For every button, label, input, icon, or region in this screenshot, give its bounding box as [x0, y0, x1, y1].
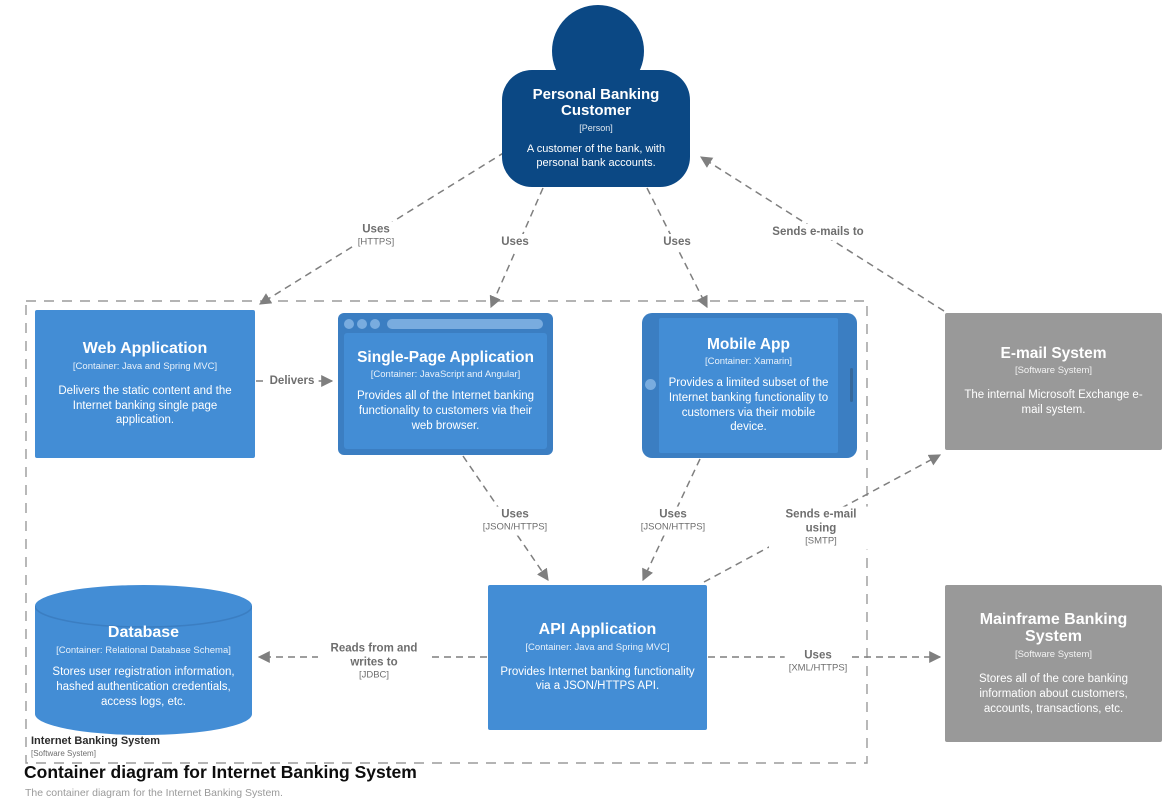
web-application-meta: [Container: Java and Spring MVC]: [72, 360, 218, 372]
edge-label-api-email: Sends e-mail using [SMTP]: [769, 506, 873, 550]
spa-meta: [Container: JavaScript and Angular]: [370, 369, 521, 381]
database-meta: [Container: Relational Database Schema]: [56, 645, 231, 657]
mobile-app-name: Mobile App: [707, 335, 790, 353]
api-application-meta: [Container: Java and Spring MVC]: [525, 641, 670, 653]
database-name: Database: [107, 624, 180, 642]
edge-label-webapp-spa: Delivers: [265, 372, 319, 390]
edge-label-customer-mobile: Uses: [659, 233, 695, 251]
node-email-system[interactable]: E-mail System [Software System] The inte…: [945, 313, 1162, 450]
mobile-panel: Mobile App [Container: Xamarin] Provides…: [659, 318, 838, 453]
mainframe-description: Stores all of the core banking informati…: [979, 673, 1128, 715]
mainframe-meta: [Software System]: [1014, 649, 1093, 661]
api-application-description: Provides Internet banking functionality …: [500, 665, 695, 693]
spa-name: Single-Page Application: [357, 348, 534, 366]
node-database[interactable]: Database [Container: Relational Database…: [35, 585, 252, 735]
email-system-meta: [Software System]: [1014, 365, 1093, 377]
page-subtitle: The container diagram for the Internet B…: [25, 787, 283, 799]
api-application-name: API Application: [538, 620, 657, 638]
mobile-home-button-icon: [645, 379, 656, 390]
node-api-application[interactable]: API Application [Container: Java and Spr…: [488, 585, 707, 730]
mobile-app-meta: [Container: Xamarin]: [704, 356, 793, 368]
person-meta: [Person]: [579, 123, 613, 134]
spa-panel: Single-Page Application [Container: Java…: [344, 333, 547, 449]
edge-label-customer-webapp: Uses [HTTPS]: [353, 221, 399, 251]
boundary-label: Internet Banking System: [31, 735, 160, 747]
edge-label-customer-spa: Uses: [497, 233, 533, 251]
browser-dot-icon: [357, 319, 367, 329]
browser-dot-icon: [344, 319, 354, 329]
email-system-name: E-mail System: [1000, 345, 1107, 363]
email-system-description: The internal Microsoft Exchange e-mail s…: [964, 389, 1143, 417]
person-description: A customer of the bank, with personal ba…: [526, 143, 666, 170]
node-mainframe-banking-system[interactable]: Mainframe Banking System [Software Syste…: [945, 585, 1162, 742]
person-name: Personal Banking Customer: [532, 85, 660, 120]
edge-label-api-mainframe: Uses [XML/HTTPS]: [784, 647, 852, 677]
web-application-description: Delivers the static content and the Inte…: [58, 384, 232, 427]
mobile-speaker-icon: [850, 368, 853, 402]
node-personal-banking-customer[interactable]: Personal Banking Customer [Person] A cus…: [502, 70, 690, 187]
edge-label-email-customer: Sends e-mails to: [768, 223, 868, 241]
edge-label-api-database: Reads from and writes to [JDBC]: [318, 640, 430, 684]
mobile-app-description: Provides a limited subset of the Interne…: [668, 377, 829, 434]
node-single-page-application[interactable]: Single-Page Application [Container: Java…: [338, 313, 553, 455]
boundary-meta: [Software System]: [31, 749, 96, 758]
browser-address-bar-icon: [387, 319, 543, 329]
spa-description: Provides all of the Internet banking fun…: [356, 390, 535, 432]
edge-label-mobile-api: Uses [JSON/HTTPS]: [636, 506, 710, 536]
edge-label-spa-api: Uses [JSON/HTTPS]: [478, 506, 552, 536]
web-application-name: Web Application: [82, 339, 208, 357]
page-title: Container diagram for Internet Banking S…: [24, 762, 417, 782]
mainframe-name: Mainframe Banking System: [979, 610, 1128, 646]
browser-dot-icon: [370, 319, 380, 329]
node-web-application[interactable]: Web Application [Container: Java and Spr…: [35, 310, 255, 458]
node-mobile-app[interactable]: Mobile App [Container: Xamarin] Provides…: [642, 313, 857, 458]
database-description: Stores user registration information, ha…: [52, 666, 235, 708]
